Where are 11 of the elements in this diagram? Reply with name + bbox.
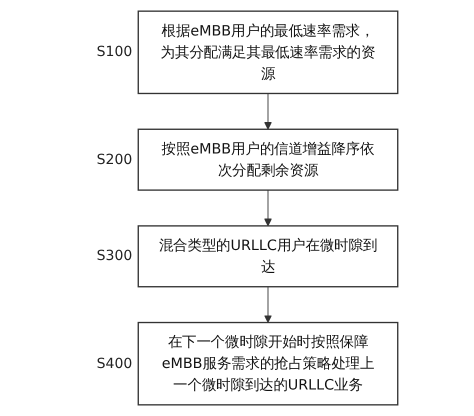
- node-box: 根据eMBB用户的最低速率需求，为其分配满足其最低速率需求的资源: [138, 10, 398, 94]
- arrow: [264, 190, 272, 226]
- node-box: 在下一个微时隙开始时按照保障eMBB服务需求的抢占策略处理上一个微时隙到达的URLLC业务: [138, 322, 398, 406]
- arrow: [264, 93, 272, 130]
- node-box: 按照eMBB用户的信道增益降序依次分配剩余资源: [138, 128, 398, 191]
- step-number: S200: [96, 152, 132, 168]
- step-number: S100: [96, 44, 132, 60]
- node-box: 混合类型的URLLC用户在微时隙到达: [138, 225, 398, 288]
- step-number: S300: [96, 248, 132, 264]
- arrow: [264, 286, 272, 323]
- step-number: S400: [96, 356, 132, 372]
